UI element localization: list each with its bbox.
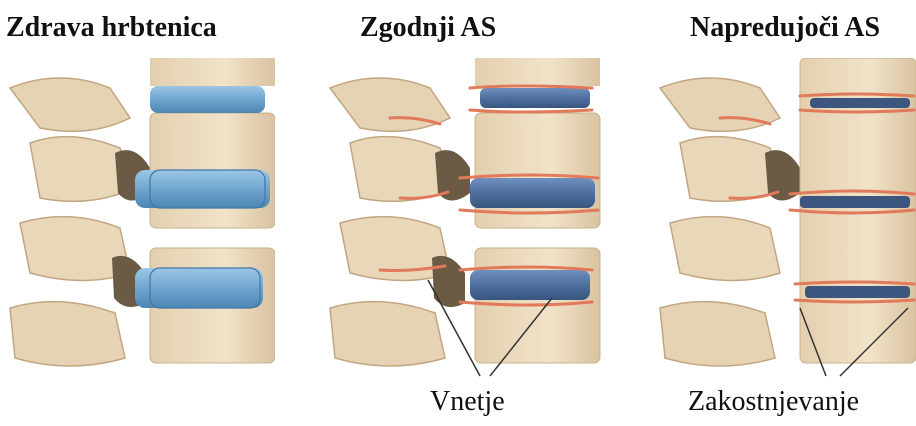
intervertebral-disc-2: [135, 170, 270, 208]
narrowed-disc-2: [470, 178, 595, 208]
panel-title-early-as: Zgodnji AS: [360, 8, 496, 48]
thin-disc-3: [805, 286, 910, 298]
caption-inflammation: Vnetje: [430, 382, 505, 422]
narrowed-disc-3: [470, 270, 590, 300]
intervertebral-disc-1: [150, 86, 265, 113]
intervertebral-disc-3: [135, 268, 263, 308]
panel-title-advanced-as: Napredujoči AS: [690, 8, 880, 48]
healthy-spine-illustration: [0, 58, 275, 374]
facet-joint-lower: [10, 302, 125, 366]
panel-title-healthy-spine: Zdrava hrbtenica: [6, 8, 217, 48]
advanced-as-illustration: [650, 58, 916, 380]
thin-disc-2: [800, 196, 910, 208]
vertebral-body-1: [150, 58, 275, 86]
spinous-process-top: [10, 78, 130, 131]
caption-ossification: Zakostnjevanje: [688, 382, 859, 422]
early-as-illustration: [320, 58, 610, 380]
narrowed-disc-1: [480, 88, 590, 108]
thin-disc-1: [810, 98, 910, 108]
